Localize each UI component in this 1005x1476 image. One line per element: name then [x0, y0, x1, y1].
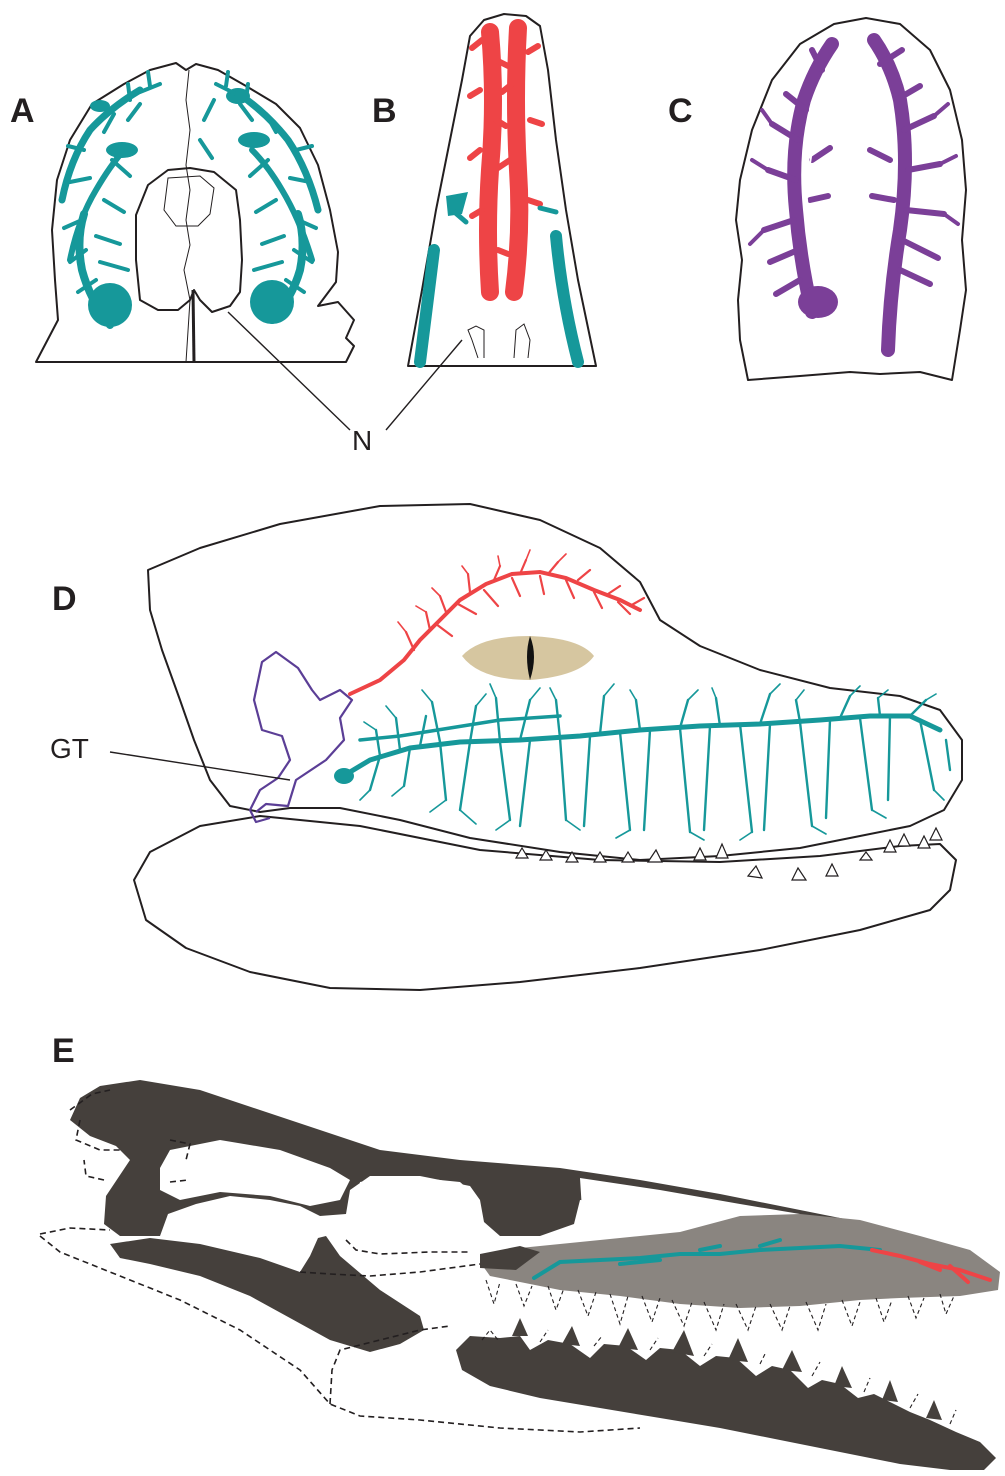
panel-c-letter: C [668, 92, 693, 130]
panel-d-letter: D [52, 580, 77, 618]
panel-b: B [372, 14, 596, 366]
gt-label: GT [50, 733, 89, 764]
panel-a-septum [193, 290, 194, 362]
panel-c-snout-outline [736, 18, 966, 380]
panel-d: D [50, 504, 962, 990]
panel-b-letter: B [372, 92, 397, 130]
panel-c: C [668, 18, 966, 380]
panel-a-letter: A [10, 92, 35, 130]
panel-e-antorbital-opening [354, 1176, 476, 1234]
panel-e-lower-jaw [456, 1336, 996, 1470]
panel-e-letter: E [52, 1032, 75, 1070]
panel-d-head-outline [148, 504, 962, 860]
panel-e: E [40, 1032, 1000, 1470]
nares-label: N [352, 425, 372, 456]
panel-a: A [10, 63, 354, 362]
panel-e-fenestra-opening [580, 1178, 800, 1220]
